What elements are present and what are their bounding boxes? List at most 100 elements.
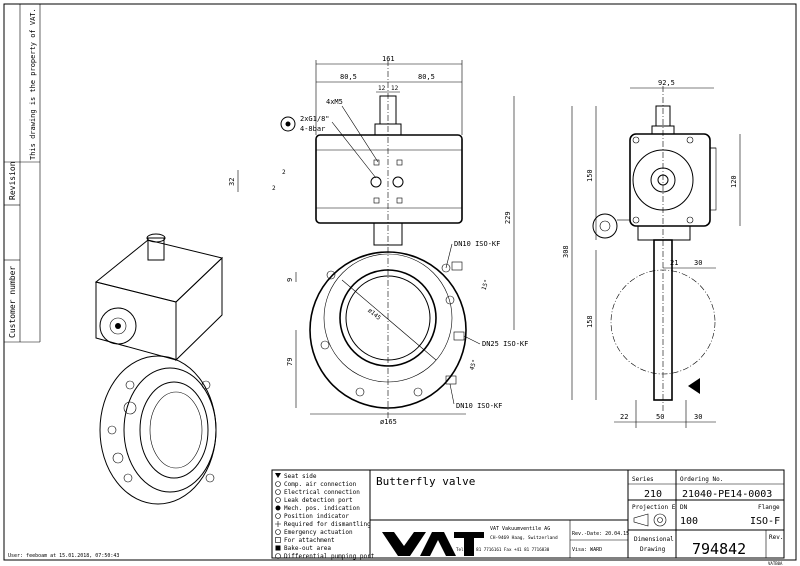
iso-actuator-side [175, 256, 223, 362]
front-kf-port [451, 261, 463, 271]
side-body [653, 239, 673, 401]
label-dn10-bottom: DN10 ISO-KF [456, 402, 502, 410]
iso-indicator-hub [109, 317, 127, 335]
side-corner-screw [686, 216, 694, 224]
mech-pos-icon [275, 505, 281, 511]
side-lever-hole [599, 220, 611, 232]
legend-item-position-indicator: Position indicator [284, 513, 349, 520]
dim-80-5-right: 80,5 [418, 73, 435, 81]
leader-dn10-bottom [449, 383, 455, 405]
side-view: 92,5 150 120 308 158 21 30 22 50 30 [562, 79, 741, 428]
projection-symbol-icon [633, 513, 667, 527]
dim-15deg: 15° [480, 279, 490, 292]
iso-bolt-hole [205, 473, 215, 483]
legend-item-comp-air: Comp. air connection [284, 481, 357, 488]
iso-stem-top [146, 233, 166, 243]
dim-165: ø165 [380, 418, 397, 426]
legend-item-dismantling: Required for dismantling [284, 521, 371, 528]
side-corner-screw [632, 136, 640, 144]
label-dn10-top: DN10 ISO-KF [454, 240, 500, 248]
legend-item-attachment: For attachment [284, 537, 335, 544]
side-indicator-inner [657, 174, 669, 186]
front-kf-port [445, 375, 457, 385]
user-stamp: User: feeboam at 15.01.2018, 07:50:43 [8, 553, 119, 559]
series-value: 210 [644, 489, 662, 500]
legend: Seat side Comp. air connection Electrica… [275, 473, 375, 560]
legend-item-seat-side: Seat side [284, 473, 317, 480]
iso-actuator-front [95, 281, 177, 361]
dim-32: 32 [228, 178, 236, 186]
dim-2-lower: 2 [272, 185, 276, 192]
iso-bolt-hole [123, 473, 133, 483]
dim-12-right: 12 [391, 85, 399, 92]
side-corner-screw [686, 136, 694, 144]
iso-stem [147, 237, 165, 261]
dim-22: 22 [620, 413, 628, 421]
corner-code: VATB0A [768, 561, 783, 566]
iso-actuator-top [94, 239, 224, 303]
dim-4xm5: 4xM5 [326, 98, 343, 106]
dim-145: ø145 [366, 307, 382, 322]
air-pressure: 4-8bar [300, 125, 325, 133]
side-indicator-mid [650, 167, 676, 193]
dim-161: 161 [382, 55, 395, 63]
rev-date: Rev.-Date: 20.04.15 [572, 531, 629, 537]
bake-out-icon [275, 545, 281, 551]
leak-detection-icon [275, 497, 281, 503]
vat-logo-t-stem [464, 532, 474, 556]
dim-9: 9 [286, 278, 294, 282]
front-bore-ring [339, 269, 437, 367]
title-block: Seat side Comp. air connection Electrica… [271, 469, 785, 566]
company-contact: Tel +41 81 7716161 Fax +41 81 7716830 [456, 547, 550, 552]
drawing-title: Butterfly valve [376, 475, 475, 488]
dn-label: DN [680, 504, 688, 511]
side-indicator-outer [632, 149, 694, 211]
drawing-label: Drawing [640, 546, 666, 553]
side-actuator-lip-body [709, 147, 717, 211]
legend-item-electrical: Electrical connection [284, 489, 360, 496]
iso-bolt-hole [107, 425, 117, 435]
label-dn25: DN25 ISO-KF [482, 340, 528, 348]
dimensional-label: Dimensional [634, 536, 674, 543]
comp-air-symbol-dot [285, 121, 291, 127]
dim-158: 158 [586, 315, 594, 328]
diff-pumping-icon [275, 553, 281, 559]
air-port-size: 2xG1/8" [300, 115, 330, 123]
dim-45deg: 45° [468, 359, 478, 372]
front-neck [373, 222, 403, 246]
isometric-view [94, 233, 224, 505]
attachment-icon [275, 537, 281, 543]
position-indicator-icon [275, 513, 281, 519]
iso-valve-body [99, 355, 217, 505]
dim-229: 229 [504, 211, 512, 224]
front-bolt-hole [320, 340, 330, 350]
dim-30-top: 30 [694, 259, 702, 267]
iso-kf-port [112, 452, 124, 464]
dismantling-icon [275, 521, 281, 527]
front-actuator [315, 134, 463, 224]
revision-label: Revision [8, 161, 17, 200]
dim-92-5: 92,5 [658, 79, 675, 87]
company-name: VAT Vakuumventile AG [490, 526, 550, 532]
front-bolt-hole [326, 270, 336, 280]
flange-value: ISO-F [750, 516, 780, 527]
front-bore-inner [345, 275, 431, 361]
iso-indicator-center [115, 323, 121, 329]
front-stem-base [374, 123, 402, 136]
front-screw-hole [396, 159, 403, 166]
vat-logo [382, 532, 484, 556]
iso-kf-port [123, 401, 137, 415]
comp-air-icon [275, 481, 281, 487]
front-diameter-line [341, 279, 437, 361]
front-air-port [370, 176, 382, 188]
dim-2-upper: 2 [282, 169, 286, 176]
customer-number-label: Customer number [8, 266, 17, 338]
iso-valve-bore [139, 381, 209, 479]
front-bolt-hole [445, 295, 455, 305]
front-kf-port [453, 331, 465, 341]
dim-50: 50 [656, 413, 664, 421]
leader-dn25 [463, 335, 481, 345]
side-stem-base [651, 125, 675, 135]
front-screw-hole [373, 159, 380, 166]
